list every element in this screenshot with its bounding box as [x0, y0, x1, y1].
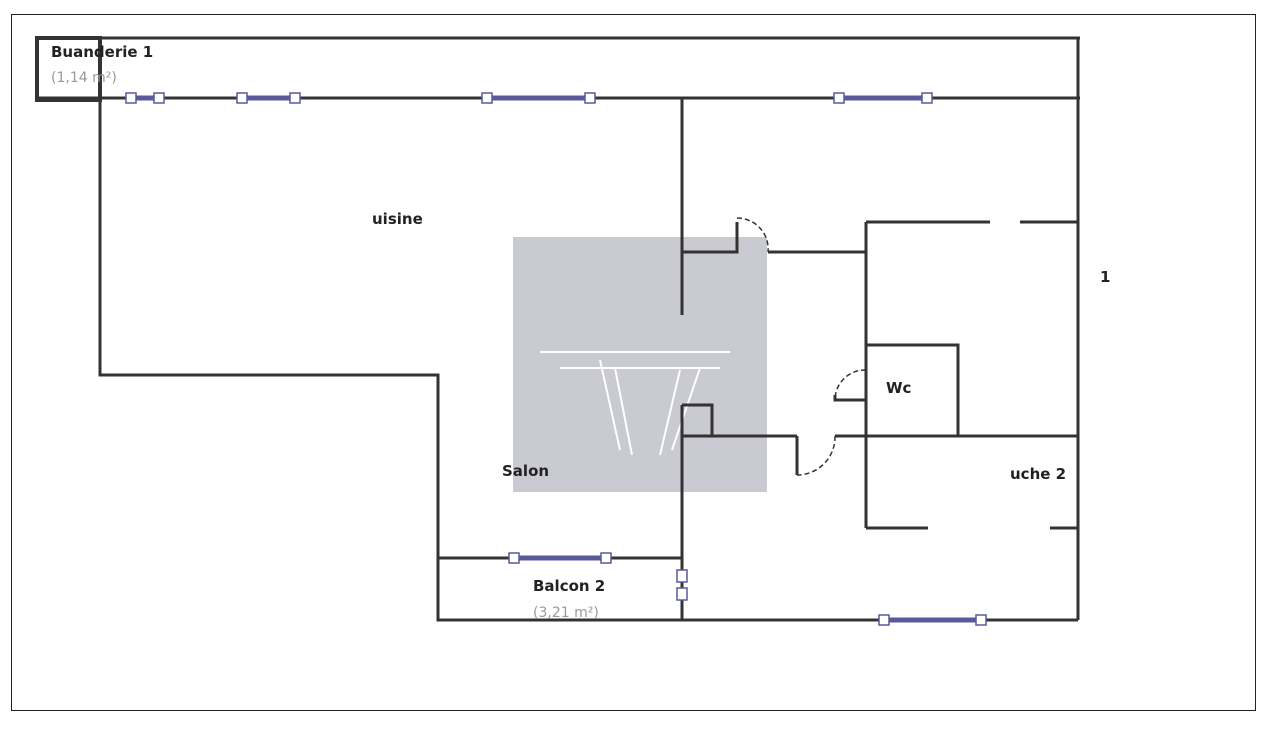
room-label-wc: Wc: [886, 379, 911, 397]
room-label-buanderie: Buanderie 1: [51, 43, 153, 61]
plan-frame: [11, 14, 1256, 711]
room-label-chambre-2: uche 2: [1010, 465, 1066, 483]
watermark-logo-icon: [540, 351, 730, 456]
windows: [125, 92, 987, 626]
room-area-buanderie: (1,14 m²): [51, 70, 117, 86]
room-label-balcon: Balcon 2: [533, 577, 605, 595]
watermark: [513, 237, 767, 492]
room-area-balcon: (3,21 m²): [533, 605, 599, 621]
room-label-salon: Salon: [502, 462, 549, 480]
room-label-cuisine: uisine: [372, 210, 423, 228]
door-swings: [736, 217, 867, 476]
room-label-chambre-1: 1: [1100, 268, 1110, 286]
